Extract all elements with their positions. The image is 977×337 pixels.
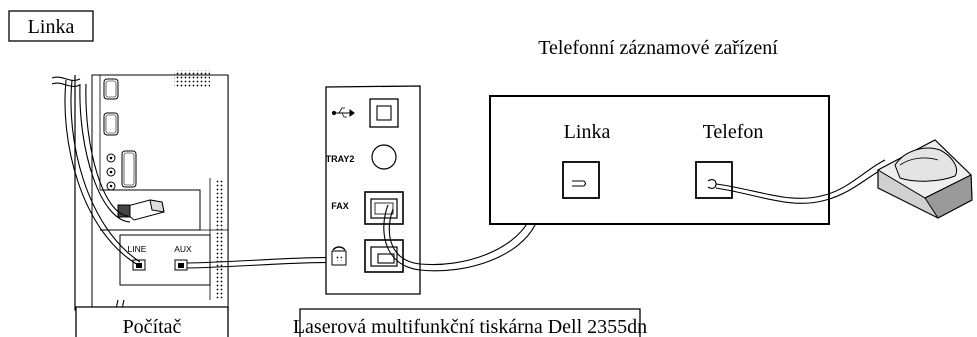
answering-machine: Linka Telefon: [489, 95, 830, 225]
serial-port-3: [121, 150, 137, 188]
printer-label-box: Laserová multifunkční tiskárna Dell 2355…: [293, 308, 647, 337]
line-label-text: Linka: [28, 16, 75, 38]
computer-illustration: LINE AUX: [74, 70, 229, 311]
serial-port-1: [103, 78, 119, 100]
tray2-port-label: TRAY2: [326, 154, 355, 164]
printer-label-text: Laserová multifunkční tiskárna Dell 2355…: [293, 316, 647, 337]
printer-back-panel: TRAY2 FAX: [325, 85, 421, 295]
answering-machine-title: Telefonní záznamové zařízení: [538, 37, 778, 59]
vent-grille-side: [216, 180, 224, 300]
phone-icon: [331, 246, 347, 266]
computer-aux-port-label: AUX: [174, 244, 192, 254]
answering-machine-line-label: Linka: [564, 121, 611, 143]
computer-label-text: Počítač: [123, 316, 182, 337]
usb-icon: [331, 107, 355, 118]
answering-machine-body: [489, 95, 830, 225]
fax-port-label: FAX: [331, 201, 349, 211]
computer-line-port-label: LINE: [128, 244, 147, 254]
audio-jacks: [106, 153, 116, 191]
vent-grille-top: [174, 70, 210, 88]
line-label-frame: [8, 10, 94, 42]
serial-port-2: [103, 112, 119, 136]
telephone-handset-icon: [876, 139, 973, 219]
answering-machine-line-port: [562, 161, 600, 199]
phone-cable: [707, 159, 889, 204]
tray2-port: [371, 144, 397, 170]
computer-label-box: Počítač: [75, 306, 229, 337]
line-label-box: Linka: [8, 10, 94, 42]
answering-machine-phone-label: Telefon: [703, 121, 764, 143]
